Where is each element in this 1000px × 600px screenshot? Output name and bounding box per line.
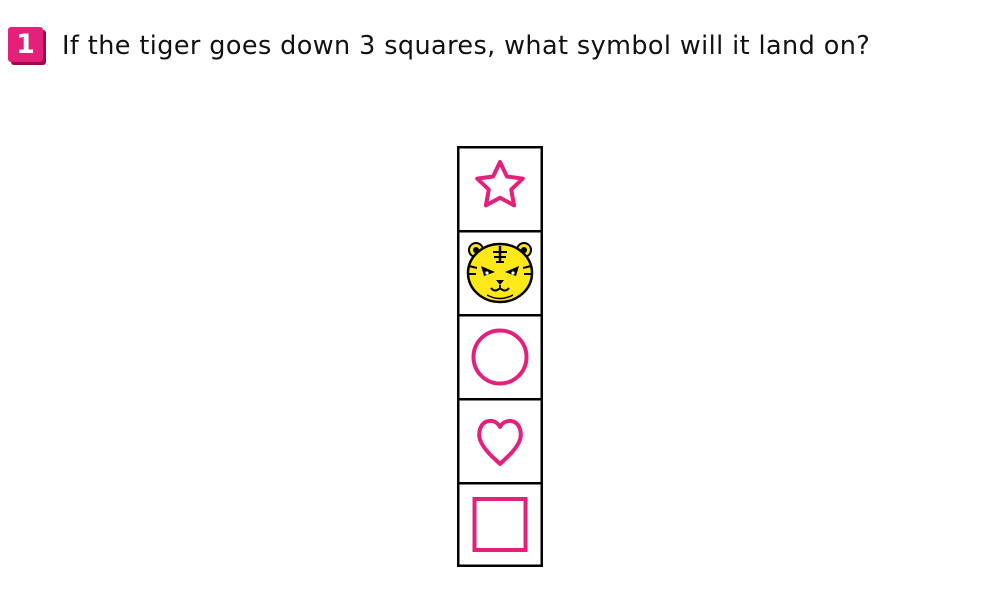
question-number: 1 (8, 27, 43, 62)
question-text: If the tiger goes down 3 squares, what s… (62, 31, 871, 61)
question-header: 1 If the tiger goes down 3 squares, what… (8, 24, 870, 68)
grid-cell-4[interactable] (457, 398, 543, 485)
grid-cell-3[interactable] (457, 314, 543, 401)
symbol-grid (457, 146, 543, 567)
question-number-badge: 1 (8, 27, 46, 65)
symbol-grid-svg (457, 146, 543, 567)
circle-icon (471, 328, 529, 386)
star-icon (475, 160, 525, 208)
heart-icon (477, 418, 523, 466)
tiger-icon (466, 242, 534, 304)
grid-cell-1[interactable] (457, 146, 543, 233)
grid-cell-5[interactable] (457, 482, 543, 567)
square-icon (472, 497, 528, 552)
